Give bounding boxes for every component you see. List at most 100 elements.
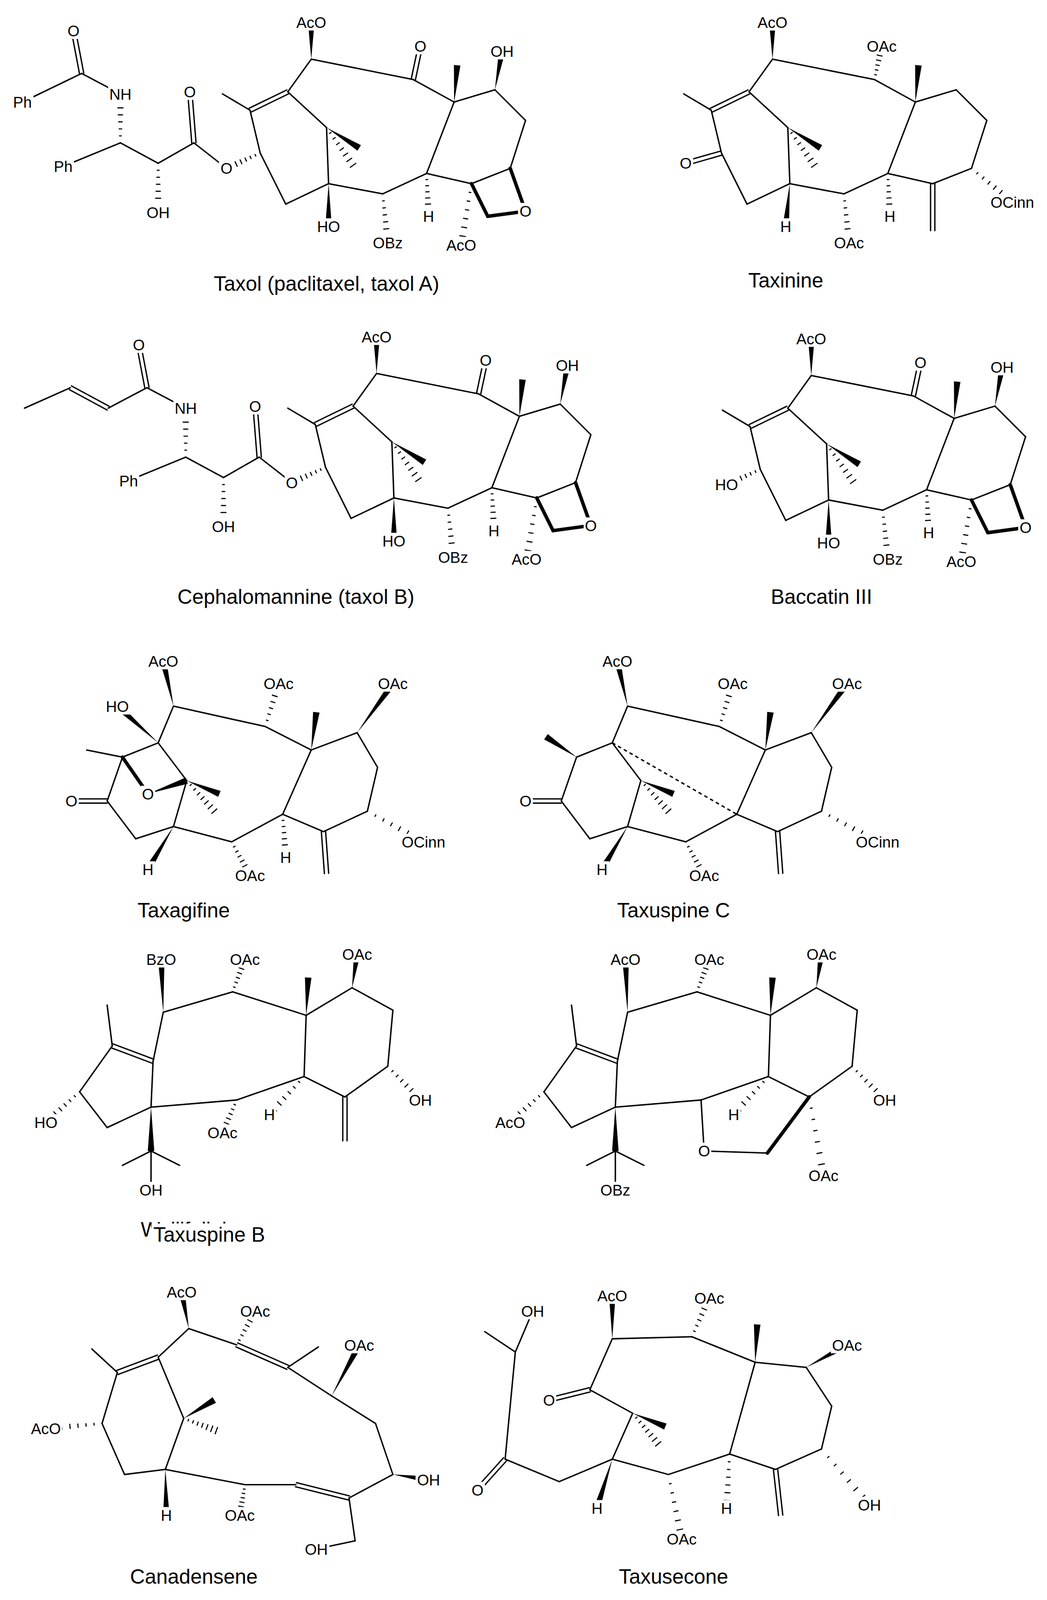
hash-bond	[293, 1086, 296, 1088]
atom-label: OBz	[371, 234, 405, 252]
atom-label: O	[678, 155, 694, 172]
hash-bond	[300, 475, 303, 481]
hash-bond	[425, 190, 429, 193]
atom-label: OAc	[830, 1336, 864, 1353]
atom-label: O	[470, 1481, 486, 1498]
atom-label: HO	[815, 534, 842, 551]
double-bond	[710, 89, 748, 109]
double-bond	[113, 1043, 155, 1059]
hash-bond	[860, 1074, 863, 1077]
hash-bond	[701, 1307, 707, 1310]
hash-bond	[183, 428, 188, 430]
single-bond	[282, 814, 324, 832]
hash-bond	[689, 850, 693, 852]
hash-bond	[240, 1333, 244, 1336]
single-bond	[107, 1106, 151, 1128]
double-bond	[575, 1047, 617, 1063]
atom-label: OH	[415, 1470, 442, 1488]
atom-label: OAc	[262, 675, 295, 692]
single-bond	[913, 395, 955, 419]
hash-bond	[208, 804, 213, 809]
hash-bond	[982, 176, 985, 179]
double-bond	[712, 93, 750, 112]
atom-label: OH	[989, 359, 1016, 376]
single-bond	[775, 1448, 822, 1469]
atom-label: O	[518, 203, 534, 220]
single-bond	[108, 387, 147, 408]
atom-label: NH	[108, 85, 134, 102]
single-bond	[915, 89, 957, 102]
hash-bond	[840, 463, 844, 467]
hash-bond	[461, 226, 467, 228]
hash-bond	[811, 1118, 815, 1120]
single-bond	[231, 814, 283, 842]
atom-label: OH	[489, 42, 516, 60]
hash-bond	[244, 157, 247, 162]
double-bond	[342, 1096, 344, 1141]
hash-bond	[404, 1083, 408, 1087]
single-bond	[150, 1150, 180, 1165]
hash-bond	[339, 147, 344, 150]
hash-bond	[401, 456, 405, 459]
hash-bond	[797, 142, 801, 145]
hash-bond	[192, 1420, 194, 1423]
single-bond	[375, 1422, 393, 1475]
hash-bond	[398, 451, 401, 454]
hash-bond	[233, 986, 236, 987]
single-bond	[956, 89, 987, 121]
hash-bond	[864, 1079, 868, 1082]
hash-bond	[287, 1091, 291, 1094]
hash-bond	[245, 1324, 250, 1326]
hash-bond	[965, 525, 969, 527]
hash-bond	[666, 808, 672, 814]
hash-bond	[670, 1491, 674, 1493]
wedge-bond	[611, 1106, 619, 1151]
double-bond	[251, 93, 289, 112]
hash-bond	[467, 200, 470, 202]
single-bond	[571, 1106, 616, 1128]
atom-label: OCinn	[854, 833, 902, 850]
single-bond	[348, 1474, 393, 1498]
hash-bond	[528, 1103, 531, 1107]
single-bond	[843, 173, 888, 194]
hash-bond	[184, 442, 188, 444]
hash-bond	[836, 818, 839, 821]
atom-label: Ph	[117, 472, 140, 489]
hash-bond	[675, 1519, 681, 1521]
single-bond	[748, 59, 773, 92]
atom-label: H	[921, 524, 936, 541]
single-bond	[158, 742, 187, 781]
double-bond	[314, 404, 353, 423]
single-bond	[304, 1014, 306, 1076]
single-bond	[305, 987, 353, 1015]
hash-bond	[224, 1121, 229, 1124]
hash-bond	[847, 1479, 851, 1483]
single-bond	[729, 1453, 776, 1469]
atom-label: O	[284, 474, 300, 491]
hash-bond	[752, 1091, 755, 1094]
atom-label: HO	[104, 697, 131, 714]
atom-label: HO	[713, 476, 740, 493]
single-bond	[971, 484, 1011, 500]
single-bond	[612, 742, 641, 781]
hash-bond	[533, 1099, 536, 1102]
single-bond	[150, 1099, 237, 1107]
single-bond	[454, 89, 496, 102]
atom-label: H	[595, 860, 610, 878]
single-bond	[376, 373, 479, 395]
hash-bond	[534, 505, 537, 508]
single-bond	[627, 826, 686, 842]
hash-bond	[374, 814, 376, 816]
hash-bond	[408, 467, 414, 470]
atom-label: AcO	[165, 1283, 198, 1300]
single-bond	[285, 183, 329, 204]
hash-bond	[239, 159, 242, 164]
atom-label: OCinn	[989, 193, 1036, 211]
hash-bond	[243, 1329, 247, 1332]
atom-label: AcO	[795, 330, 828, 347]
hash-bond	[234, 981, 238, 983]
hash-bond	[282, 837, 287, 840]
double-bond	[69, 389, 108, 410]
hash-bond	[465, 209, 469, 211]
hash-bond	[400, 1079, 403, 1082]
